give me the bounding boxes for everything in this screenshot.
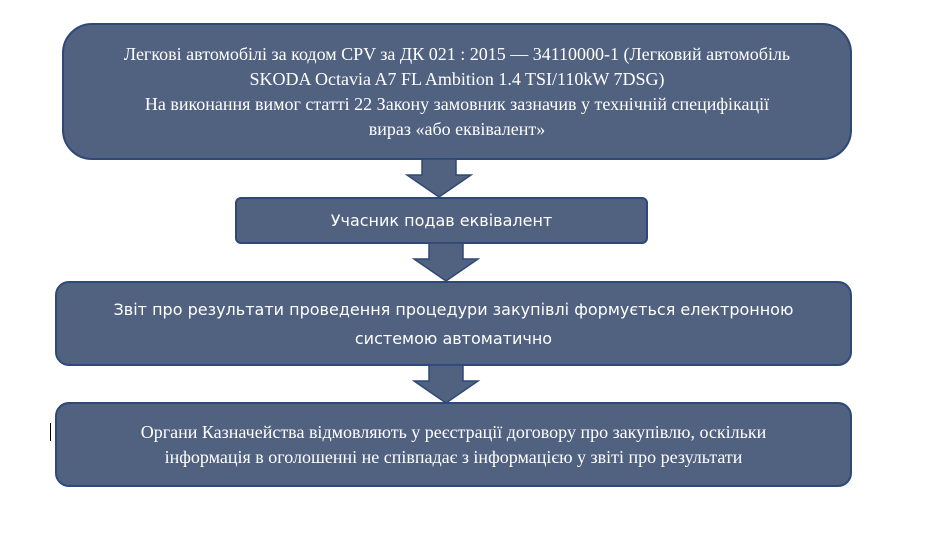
step-1-line-4: вираз «або еквівалент» xyxy=(368,118,546,139)
step-4-line-1: Органи Казначейства відмовляють у реєстр… xyxy=(140,421,767,442)
step-1-line-1: Легкові автомобілі за кодом CPV за ДК 02… xyxy=(123,43,791,64)
text-cursor xyxy=(50,423,51,441)
step-2-line-1: Учасник подав еквівалент xyxy=(330,211,553,230)
step-1-line-2: SKODA Octavia A7 FL Ambition 1.4 TSI/110… xyxy=(249,68,665,89)
step-3-line-2: системою автоматично xyxy=(354,328,553,348)
down-arrow-icon xyxy=(412,365,481,404)
step-4-box: Органи Казначейства відмовляють у реєстр… xyxy=(55,402,852,487)
step-3-box: Звіт про результати проведення процедури… xyxy=(55,281,852,366)
step-4-line-2: інформація в оголошенні не співпадає з і… xyxy=(164,446,743,467)
down-arrow-icon xyxy=(405,159,474,198)
step-3-line-1: Звіт про результати проведення процедури… xyxy=(113,299,794,319)
step-1-line-3: На виконання вимог статті 22 Закону замо… xyxy=(144,93,770,114)
step-2-box: Учасник подав еквівалент xyxy=(235,197,648,244)
down-arrow-icon xyxy=(412,243,481,282)
step-1-box: Легкові автомобілі за кодом CPV за ДК 02… xyxy=(62,23,852,160)
